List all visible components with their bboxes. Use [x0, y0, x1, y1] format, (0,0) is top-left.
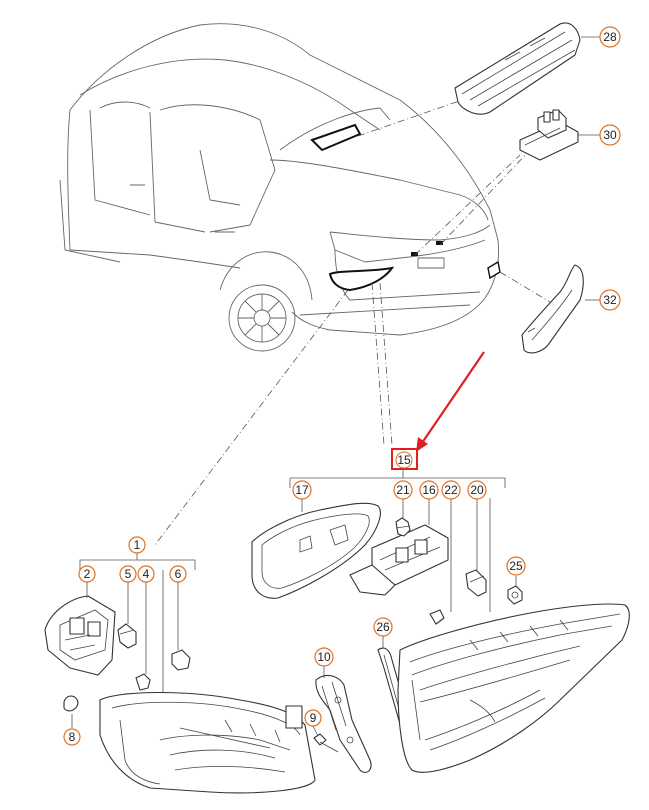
- callout-21: 21: [393, 480, 413, 500]
- callout-26: 26: [373, 617, 393, 637]
- callout-32: 32: [585, 289, 621, 311]
- svg-text:4: 4: [143, 567, 150, 581]
- svg-text:21: 21: [396, 483, 410, 497]
- callout-25: 25: [506, 556, 526, 576]
- part-10-bracket: [315, 666, 372, 773]
- svg-text:17: 17: [295, 483, 309, 497]
- callout-5: 5: [119, 565, 137, 583]
- svg-text:10: 10: [317, 650, 331, 664]
- callout-15-highlighted: 15: [391, 448, 418, 470]
- callout-10: 10: [314, 647, 334, 667]
- callout-30: 30: [578, 124, 621, 146]
- bulb-21: [395, 517, 411, 537]
- car-illustration: [59, 23, 501, 352]
- callout-17: 17: [292, 480, 312, 500]
- clip-8: [63, 695, 79, 728]
- svg-text:16: 16: [422, 483, 436, 497]
- svg-text:30: 30: [603, 128, 617, 142]
- nut-25: [507, 576, 523, 605]
- part-28-brake-light: [454, 22, 581, 115]
- outer-taillight: [99, 691, 316, 794]
- callout-2: 2: [78, 565, 96, 583]
- part-30-license-lamp: [519, 109, 579, 161]
- svg-text:1: 1: [134, 538, 141, 552]
- bulb-4: [135, 673, 151, 691]
- svg-text:8: 8: [69, 730, 76, 744]
- screw-9: [312, 725, 339, 753]
- svg-text:2: 2: [84, 567, 91, 581]
- callouts: 28 30 32 15 17 21: [63, 26, 621, 746]
- callout-20: 20: [467, 480, 487, 500]
- bulb-20: [465, 569, 487, 597]
- callout-28: 28: [581, 26, 621, 48]
- svg-text:26: 26: [376, 620, 390, 634]
- inner-taillight: [397, 603, 630, 773]
- bulb-22: [429, 609, 445, 625]
- callout-9: 9: [304, 709, 322, 727]
- callout-4: 4: [137, 565, 155, 583]
- callout-22: 22: [441, 480, 461, 500]
- part-32-reflector: [521, 264, 584, 354]
- svg-text:25: 25: [509, 559, 523, 573]
- group-1-outer-taillight: [44, 552, 339, 794]
- svg-text:22: 22: [444, 483, 458, 497]
- svg-text:20: 20: [470, 483, 484, 497]
- callout-16: 16: [419, 480, 439, 500]
- callout-1: 1: [128, 536, 146, 554]
- svg-text:9: 9: [310, 711, 317, 725]
- callout-6: 6: [169, 565, 187, 583]
- group-15-inner-taillight: [251, 470, 630, 773]
- svg-text:28: 28: [603, 30, 617, 44]
- svg-text:32: 32: [603, 293, 617, 307]
- bulb-5: [117, 623, 137, 649]
- red-arrow: [416, 351, 485, 452]
- svg-text:15: 15: [397, 453, 411, 467]
- callout-8: 8: [63, 728, 81, 746]
- bulb-6: [171, 649, 191, 671]
- svg-text:6: 6: [175, 567, 182, 581]
- svg-text:5: 5: [125, 567, 132, 581]
- leader-lines: [154, 97, 556, 546]
